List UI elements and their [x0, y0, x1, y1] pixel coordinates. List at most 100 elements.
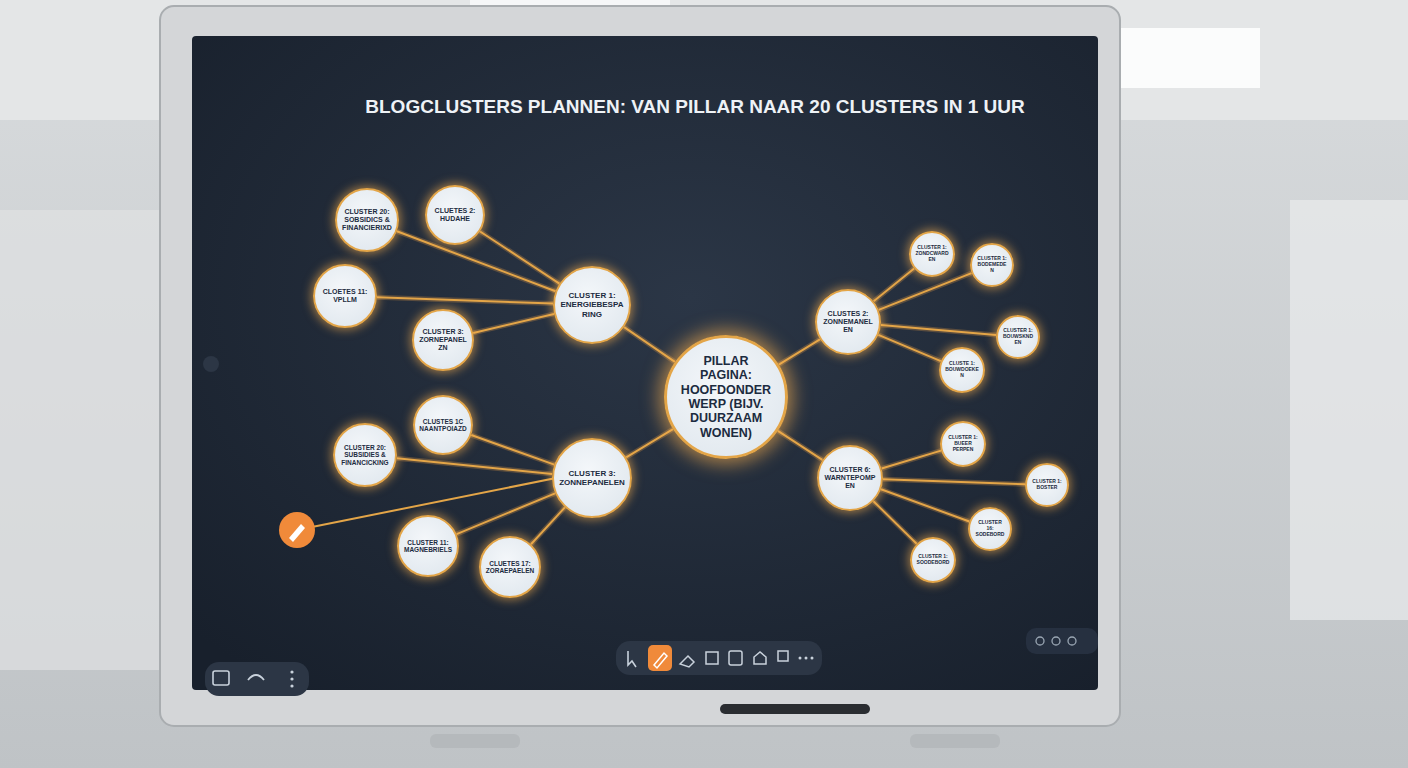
pillar-circle: PILLAR PAGINA: HOOFDONDERWERP (BIJV. DUU…	[664, 335, 788, 459]
connector-glow	[531, 507, 565, 544]
toolbar-icon	[1052, 637, 1060, 645]
connector-stroke	[779, 339, 820, 364]
pen-tool-active	[648, 645, 672, 671]
cluster-leaf-circle: CLUSTER 16: SODEBORD	[968, 507, 1012, 551]
cluster-leaf-circle: CLUSTER 11: MAGNEBRIELS	[397, 515, 459, 577]
glass-wall	[0, 210, 160, 670]
connector-line	[626, 429, 673, 457]
cluster-hub-circle: CLUSTER 1: ENERGIEBESPARING	[553, 266, 631, 344]
connector-glow	[881, 489, 969, 521]
node-label: CLUSTER 1: ZONDCWARDEN	[915, 245, 949, 262]
node-label: CLUSTER 1: BODEMEDEN	[976, 256, 1008, 273]
node-label: CLOETES 11: VPLLM	[319, 288, 371, 304]
node-label: PILLAR PAGINA: HOOFDONDERWERP (BIJV. DUU…	[679, 354, 773, 440]
board-frame	[160, 6, 1120, 726]
connector-glow	[882, 451, 941, 469]
node-label: CLUSTES 1C NAANTPOIAZD	[419, 418, 467, 433]
connector-stroke	[531, 507, 565, 544]
note-icon	[729, 651, 742, 665]
connector-stroke	[397, 458, 552, 474]
node-label: CLUSTER 6: WARNTEPOMPEN	[823, 466, 877, 490]
connector-glow	[471, 435, 554, 465]
node-label: CLUSTER 1: SOODEBORD	[916, 554, 950, 566]
cluster-leaf-circle: CLUSTER 1: BOUWSKNDEN	[996, 315, 1040, 359]
connector-glow	[624, 327, 675, 362]
node-label: CLUSTER 1: BOSTER	[1031, 479, 1063, 491]
node-label: CLUSTER 20: SOBSIDICS & FINANCIERIXD	[341, 208, 393, 232]
connector-line	[881, 325, 996, 335]
connector-line	[377, 297, 553, 303]
side-toolbar	[205, 662, 309, 696]
connector-glow	[873, 501, 916, 544]
cluster-leaf-circle: CLUSTE 1: BOUWDOEKEN	[939, 347, 985, 393]
cluster-hub-circle: CLUSTER 3: ZONNEPANELEN	[552, 438, 632, 518]
node-label: CLUSTER 16: SODEBORD	[974, 520, 1006, 537]
connector-glow	[626, 429, 673, 457]
connector-line	[624, 327, 675, 362]
cluster-leaf-circle: CLUSTER 1: ZONDCWARDEN	[909, 231, 955, 277]
connector-stroke	[473, 314, 554, 333]
menu-dot	[290, 677, 293, 680]
node-label: CLUSTES 2: ZONNEMANELEN	[821, 310, 875, 334]
connector-stroke	[471, 435, 554, 465]
speaker-grille	[910, 734, 1000, 748]
connector-glow	[879, 273, 972, 310]
corner-toolbar	[1026, 628, 1098, 654]
shape-icon	[706, 652, 718, 664]
connector-line	[480, 231, 559, 283]
pen-icon	[654, 653, 667, 668]
glass-wall	[1290, 200, 1408, 620]
connector-glow	[778, 431, 822, 460]
connector-glow	[480, 231, 559, 283]
menu-dot	[290, 670, 293, 673]
connector-stroke	[624, 327, 675, 362]
connector-line	[881, 489, 969, 521]
connector-glow	[878, 335, 940, 361]
connector-line	[397, 458, 552, 474]
connector-glow	[397, 231, 556, 291]
connector-glow	[457, 493, 555, 534]
node-label: CLUSTER 1: BUEER PERPEN	[946, 435, 980, 452]
node-label: CLUSTER 1: BOUWSKNDEN	[1002, 328, 1034, 345]
toolbar-icon	[1068, 637, 1076, 645]
cluster-leaf-circle: CLUSTER 1: BUEER PERPEN	[940, 421, 986, 467]
cluster-hub-circle: CLUSTES 2: ZONNEMANELEN	[815, 289, 881, 355]
cluster-leaf-circle: CLUSTER 1: SOODEBORD	[910, 537, 956, 583]
eraser-icon	[680, 656, 694, 667]
node-label: CLUETES 17: ZORAEPAELEN	[485, 560, 535, 575]
menu-dot	[805, 657, 808, 660]
connector-stroke	[881, 325, 996, 335]
connector-line	[879, 273, 972, 310]
connector-line	[874, 268, 914, 301]
node-label: CLUSTER 11: MAGNEBRIELS	[403, 539, 453, 554]
cluster-leaf-circle: CLUSTER 1: BODEMEDEN	[970, 243, 1014, 287]
connector-line	[471, 435, 554, 465]
node-label: CLUSTER 20: SUBSIDIES & FINANCICKING	[339, 444, 391, 466]
cluster-leaf-circle: CLUSTER 1: BOSTER	[1025, 463, 1069, 507]
undo-icon	[248, 675, 264, 680]
cluster-leaf-circle: CLOETES 11: VPLLM	[313, 264, 377, 328]
connector-line	[878, 335, 940, 361]
stylus-pen	[720, 704, 870, 714]
cluster-leaf-circle: CLUSTER 20: SUBSIDIES & FINANCICKING	[333, 423, 397, 487]
connector-stroke	[377, 297, 553, 303]
connector-stroke	[879, 273, 972, 310]
connector-stroke	[626, 429, 673, 457]
connector-stroke	[874, 268, 914, 301]
connector-line	[531, 507, 565, 544]
connector-line	[779, 339, 820, 364]
connector-glow	[779, 339, 820, 364]
speaker-grille	[430, 734, 520, 748]
select-icon	[628, 651, 636, 667]
toolbar-icon	[1036, 637, 1044, 645]
connector-glow	[883, 479, 1025, 484]
board-screen	[192, 36, 1098, 690]
node-label: CLUSTER 3: ZONNEPANELEN	[558, 469, 626, 487]
cluster-hub-circle: CLUSTER 6: WARNTEPOMPEN	[817, 445, 883, 511]
node-label: CLUSTER 3: ZORNEPANELZN	[418, 328, 468, 352]
cluster-leaf-circle: CLUSTER 20: SOBSIDICS & FINANCIERIXD	[335, 188, 399, 252]
cluster-leaf-circle: CLUSTES 1C NAANTPOIAZD	[413, 395, 473, 455]
cluster-leaf-circle: CLUSTER 3: ZORNEPANELZN	[412, 309, 474, 371]
